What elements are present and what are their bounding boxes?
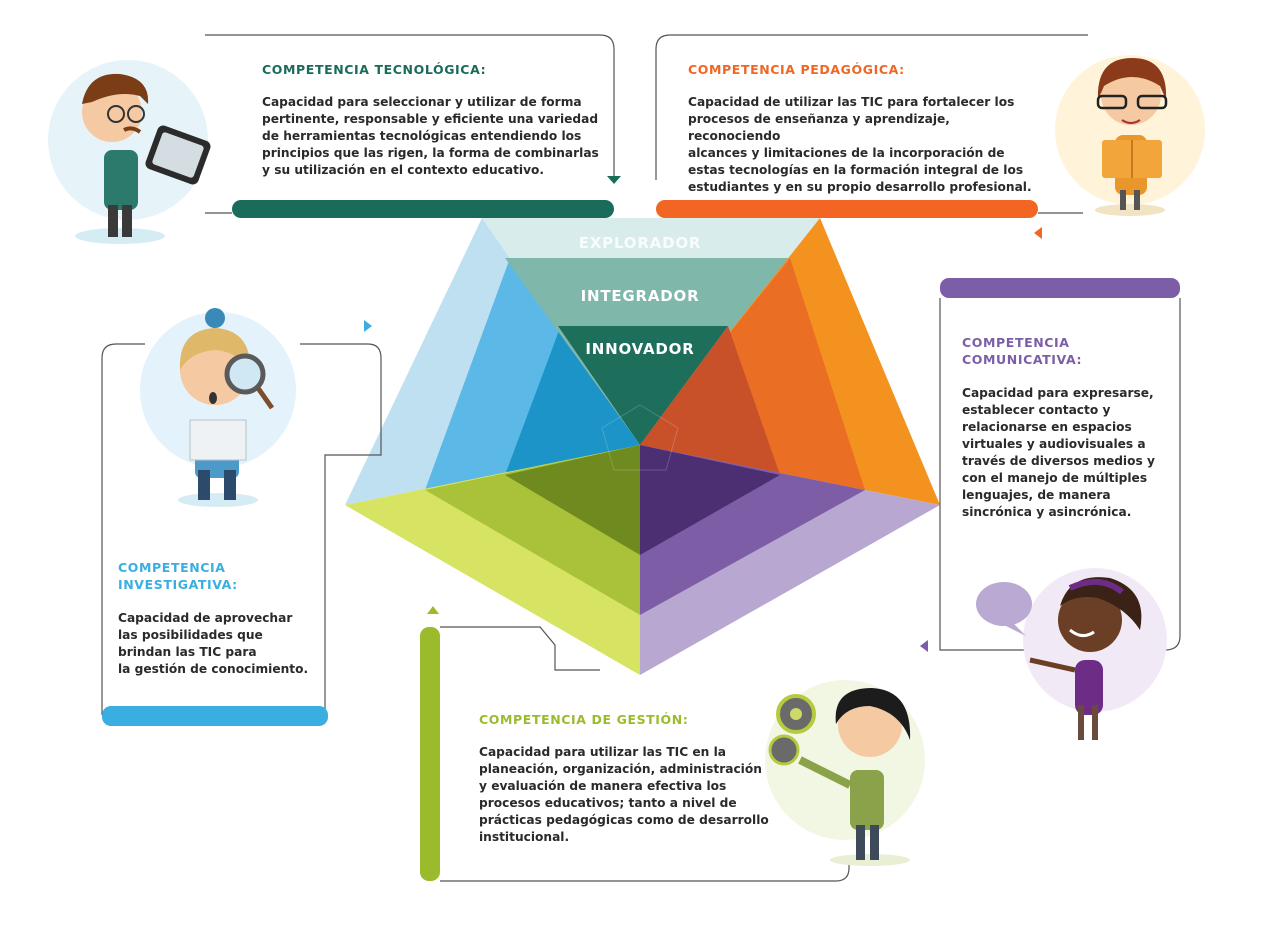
card-investigativa-title: COMPETENCIA INVESTIGATIVA: [118,560,238,592]
card-tecnologica-pointer [607,176,621,184]
sector-top-inner [558,326,728,445]
woman-reading-illustration [1055,55,1205,216]
card-investigativa-pointer [364,320,372,332]
card-pedagogica-bar [656,200,1038,218]
level-explorador: EXPLORADOR [578,234,702,252]
card-tecnologica-outline [205,34,615,180]
card-investigativa-outline [101,343,145,715]
pentagon-chart [345,218,940,675]
level-innovador: INNOVADOR [585,340,695,358]
inner-pentagon-outline [601,404,679,471]
card-investigativa-text: Capacidad de aprovechar las posibilidade… [118,611,309,676]
level-integrador: INTEGRADOR [580,287,700,305]
card-comunicativa-text: Capacidad para expresarse, establecer co… [962,386,1155,519]
card-investigativa-bar [102,706,328,726]
card-gestion-text: Capacidad para utilizar las TIC en la pl… [479,745,769,844]
woman-speaking-illustration [976,568,1167,740]
card-comunicativa-title: COMPETENCIA COMUNICATIVA: [962,335,1083,367]
card-tecnologica-text: Capacidad para seleccionar y utilizar de… [262,95,599,177]
card-gestion-title: COMPETENCIA DE GESTIÓN: [479,712,689,727]
card-gestion-pointer [427,606,439,614]
card-comunicativa-pointer [920,640,928,652]
sector-gestion-inner [505,445,640,555]
man-holding-gears-illustration [765,680,925,866]
man-with-tablet-illustration [48,60,211,244]
sector-investigativa-inner [505,328,640,475]
woman-with-magnifier-illustration [140,308,296,507]
card-pedagogica-pointer [1034,227,1042,239]
card-gestion-outline [440,626,850,882]
card-tecnologica-title: COMPETENCIA TECNOLÓGICA: [262,62,487,77]
card-pedagogica-title: COMPETENCIA PEDAGÓGICA: [688,62,905,77]
sector-comunicativa-inner [640,445,780,555]
card-pedagogica-text: Capacidad de utilizar las TIC para forta… [688,95,1032,194]
card-comunicativa-bar [940,278,1180,298]
card-tecnologica-bar [232,200,614,218]
card-gestion-bar [420,627,440,881]
sector-pedagogica-inner [640,326,780,475]
card-pedagogica-outline [655,34,1088,180]
